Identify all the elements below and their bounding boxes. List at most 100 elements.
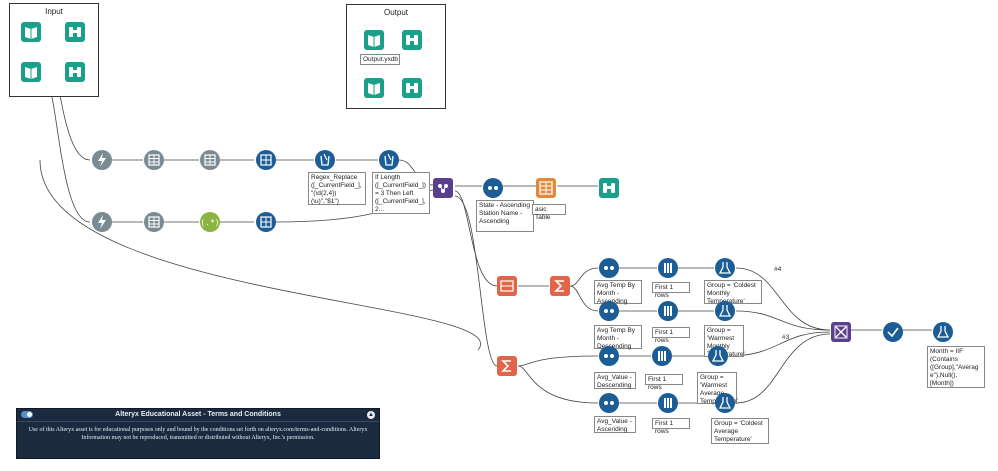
basic-table-annotation: asic Table — [532, 204, 566, 221]
sort-tool[interactable] — [599, 258, 619, 278]
terms-panel: Alteryx Educational Asset - Terms and Co… — [16, 408, 380, 459]
sort-tool[interactable] — [599, 393, 619, 413]
sample-icon — [652, 346, 672, 366]
summarize-tool[interactable] — [550, 276, 570, 296]
sample-first1-annotation: First 1 rows — [652, 418, 690, 435]
sample-tool[interactable] — [658, 301, 678, 321]
formula-tool[interactable] — [715, 393, 735, 413]
transpose-tool[interactable] — [256, 150, 276, 170]
sort-avg-value-asc-annotation: Avg_Value - Ascending — [594, 416, 636, 433]
table-icon — [536, 178, 556, 198]
regex-icon: (.*) — [200, 212, 220, 232]
sample-tool[interactable] — [658, 393, 678, 413]
join-tool[interactable] — [433, 178, 453, 198]
binoculars-icon — [65, 62, 85, 82]
multi-field-formula-tool[interactable] — [315, 150, 335, 170]
sample-icon — [658, 393, 678, 413]
input-data-tool[interactable] — [21, 22, 41, 42]
summarize-tool[interactable] — [497, 356, 517, 376]
flask-icon — [715, 258, 735, 278]
flask-icon — [933, 322, 953, 342]
sample-icon — [658, 301, 678, 321]
sample-tool[interactable] — [652, 346, 672, 366]
input-container[interactable]: Input — [9, 3, 99, 97]
sort-state-annotation: State - Ascending Station Name - Ascendi… — [476, 200, 534, 232]
table-tool[interactable] — [536, 178, 556, 198]
terms-panel-body: Use of this Alteryx asset is for educati… — [28, 427, 368, 441]
formula-coldest-avg-annotation: Group = 'Coldest Average Temperature' — [711, 418, 769, 444]
browse-tool[interactable] — [599, 178, 619, 198]
sample-first1-annotation: First 1 rows — [645, 374, 683, 391]
book-icon — [364, 30, 384, 50]
input-data-tool[interactable] — [364, 30, 384, 50]
lightning-icon — [92, 150, 112, 170]
sort-avg-temp-desc-annotation: Avg Temp By Month - Descending — [594, 325, 642, 350]
sort-tool[interactable] — [599, 301, 619, 321]
book-icon — [364, 78, 384, 98]
sort-icon — [483, 178, 503, 198]
browse-tool[interactable] — [402, 78, 422, 98]
binoculars-icon — [65, 22, 85, 42]
flask-icon — [715, 393, 735, 413]
transpose-icon — [256, 150, 276, 170]
text-to-columns-tool[interactable] — [144, 212, 164, 232]
collapse-icon[interactable]: ▲ — [367, 411, 375, 419]
text-to-columns-tool[interactable] — [200, 150, 220, 170]
flask-icon — [708, 346, 728, 366]
terms-panel-title: Alteryx Educational Asset - Terms and Co… — [115, 411, 281, 418]
select-tool[interactable] — [883, 322, 903, 342]
browse-tool[interactable] — [402, 30, 422, 50]
binoculars-icon — [402, 78, 422, 98]
sample-tool[interactable] — [658, 258, 678, 278]
input-container-title: Input — [45, 7, 63, 16]
table-split-icon — [200, 150, 220, 170]
regex-replace-annotation: Regex_Replace ([_CurrentField_], "(\d{2,… — [308, 172, 366, 205]
sort-icon — [599, 258, 619, 278]
browse-tool[interactable] — [65, 62, 85, 82]
formula-tool[interactable] — [708, 346, 728, 366]
table-split-icon — [144, 150, 164, 170]
toggle-switch[interactable] — [21, 411, 33, 418]
union-icon — [831, 322, 851, 342]
sort-avg-value-desc-annotation: Avg_Value - Descending — [594, 372, 636, 389]
beaker-icon — [379, 150, 399, 170]
sort-avg-temp-asc-annotation: Avg Temp By Month - Ascending — [594, 280, 642, 305]
input-data-tool[interactable] — [364, 78, 384, 98]
regex-tool[interactable]: (.*) — [200, 212, 220, 232]
checkmark-icon — [883, 322, 903, 342]
sort-icon — [599, 301, 619, 321]
book-icon — [21, 62, 41, 82]
dynamic-input-tool[interactable] — [92, 150, 112, 170]
text-to-columns-tool[interactable] — [144, 150, 164, 170]
sort-icon — [599, 346, 619, 366]
cleanse-icon — [497, 276, 517, 296]
connection-label: #4 — [774, 266, 782, 273]
binoculars-icon — [599, 178, 619, 198]
connection-label: #3 — [782, 334, 790, 341]
data-cleansing-tool[interactable] — [497, 276, 517, 296]
sample-first1-annotation: First 1 rows — [652, 282, 690, 299]
input-data-tool[interactable] — [21, 62, 41, 82]
sort-tool[interactable] — [599, 346, 619, 366]
dynamic-input-tool[interactable] — [92, 212, 112, 232]
formula-month-annotation: Month = IIF (Contains ([Group],"Averag e… — [927, 346, 985, 388]
formula-tool[interactable] — [933, 322, 953, 342]
output-file-annotation: Output.yxdb — [360, 54, 400, 65]
flask-icon — [715, 301, 735, 321]
sigma-icon — [497, 356, 517, 376]
beaker-icon — [315, 150, 335, 170]
browse-tool[interactable] — [65, 22, 85, 42]
terms-panel-header: Alteryx Educational Asset - Terms and Co… — [17, 409, 379, 422]
union-tool[interactable] — [831, 322, 851, 342]
sigma-icon — [550, 276, 570, 296]
svg-text:(.*): (.*) — [200, 218, 219, 227]
sort-tool[interactable] — [483, 178, 503, 198]
book-icon — [21, 22, 41, 42]
multi-field-formula-tool[interactable] — [379, 150, 399, 170]
transpose-tool[interactable] — [256, 212, 276, 232]
formula-tool[interactable] — [715, 301, 735, 321]
output-container-title: Output — [383, 8, 408, 17]
formula-tool[interactable] — [715, 258, 735, 278]
